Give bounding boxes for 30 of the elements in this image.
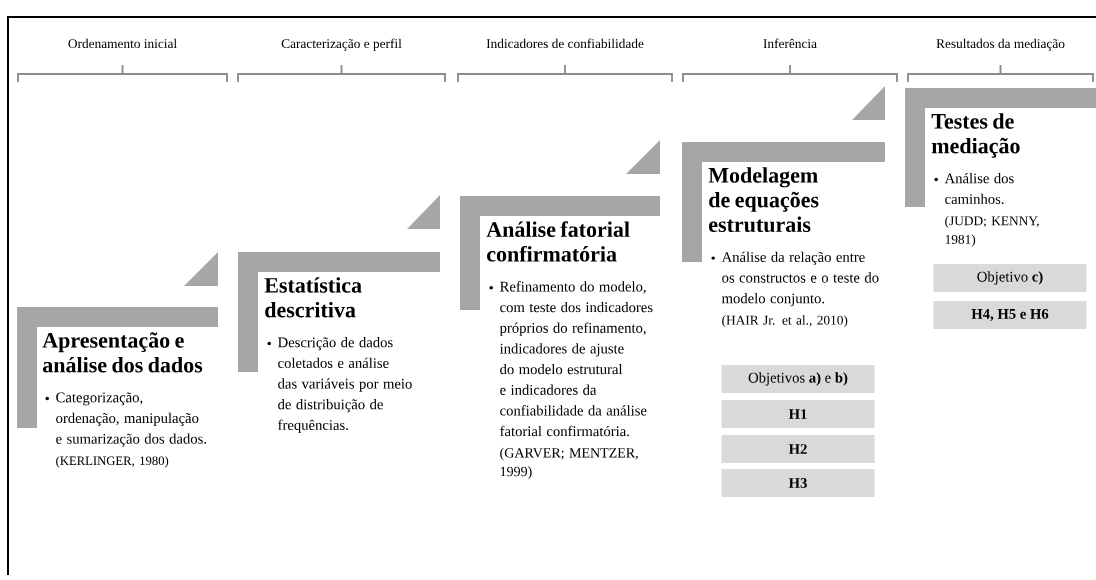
objective-box: H2 <box>721 435 875 463</box>
citation: (JUDD; KENNY, 1981) <box>945 215 1039 247</box>
phase-label: Caracterização e perfil <box>281 38 402 51</box>
step-box <box>460 140 660 480</box>
step-title: Apresentação e análise dos dados <box>42 332 203 373</box>
objective-box: Objetivo c) <box>933 264 1087 292</box>
step-box <box>905 88 1096 247</box>
step-title: Modelagem de equações estruturais <box>708 167 819 233</box>
bullet-text: Descrição de dados coletados e análise das variáveis por meio de distribuição de frequências. <box>267 337 412 433</box>
citation: (GARVER; MENTZER, 1999) <box>500 447 638 480</box>
phase-label: Resultados da mediação <box>936 38 1065 51</box>
citation: (HAIR Jr. et al., 2010) <box>722 315 848 328</box>
phase-label: Ordenamento inicial <box>68 38 177 49</box>
step-box <box>682 86 885 328</box>
bullet-text: Refinamento do modelo, com teste dos indicadores próprios do refinamento, indicadores de ajuste do modelo estrutural e indicadores da confiabilidade da análise fatorial confirmatória. <box>489 281 653 437</box>
bullet-text: Análise dos caminhos. <box>934 173 1014 205</box>
phase-label: Indicadores de confiabilidade <box>486 38 644 49</box>
bullet-text: Análise da relação entre os constructos e o teste do modelo conjunto. <box>711 251 879 307</box>
step-title: Estatística descritiva <box>264 277 362 318</box>
objective-box: H3 <box>721 469 875 497</box>
step-title: Análise fatorial confirmatória <box>486 221 630 262</box>
objective-box: H4, H5 e H6 <box>933 301 1087 329</box>
citation: (KERLINGER, 1980) <box>56 456 169 468</box>
phase-label: Inferência <box>763 38 817 49</box>
bullet-text: Categorização, ordenação, manipulação e sumarização dos dados. <box>45 392 207 447</box>
objective-box: Objetivos a) e b) <box>721 365 875 393</box>
step-box <box>17 252 218 468</box>
step-title: Testes de mediação <box>931 113 1020 158</box>
step-box <box>238 195 440 433</box>
objective-box: H1 <box>721 400 875 428</box>
